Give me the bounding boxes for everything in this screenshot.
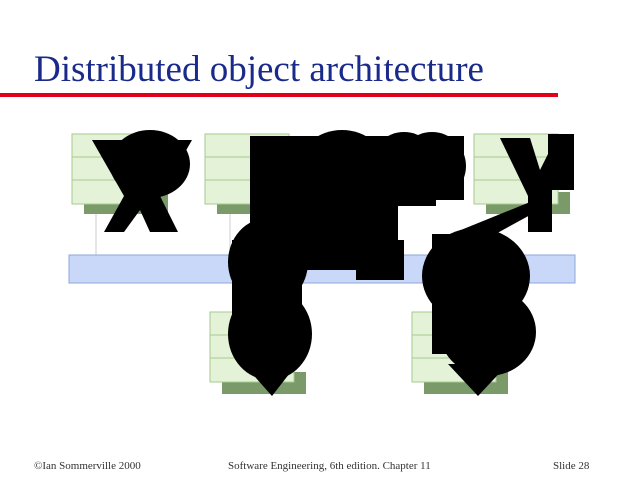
glyph-blob-o1 <box>92 130 192 232</box>
glyph-blob-o3 <box>398 132 574 232</box>
title-underline <box>0 93 558 97</box>
glyph-blob-lower <box>228 198 540 396</box>
footer-slide-number: Slide 28 <box>553 460 590 472</box>
footer-copyright: ©Ian Sommerville 2000 <box>34 460 141 472</box>
glyph-overlays <box>92 130 574 396</box>
slide-title: Distributed object architecture <box>34 49 484 90</box>
footer-book-title: Software Engineering, 6th edition. Chapt… <box>228 460 431 472</box>
